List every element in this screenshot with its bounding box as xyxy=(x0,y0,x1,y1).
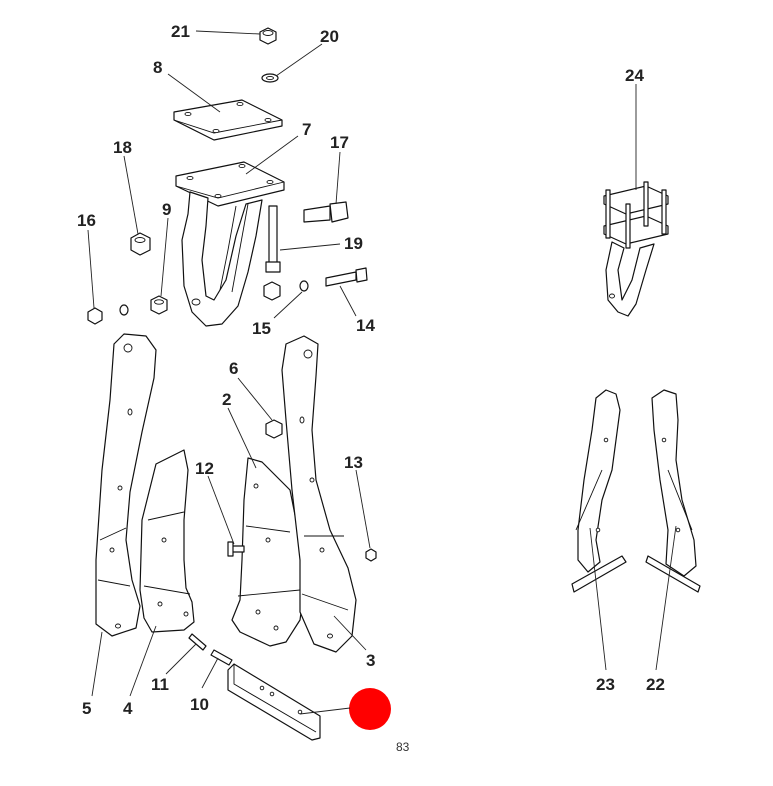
callout-2: 2 xyxy=(222,390,231,409)
callout-15: 15 xyxy=(252,319,271,338)
blade-bar xyxy=(227,663,321,741)
lock-washer xyxy=(119,304,129,316)
pin-10 xyxy=(210,649,233,666)
callout-23: 23 xyxy=(596,675,615,694)
point-4 xyxy=(139,449,195,633)
callout-7: 7 xyxy=(302,120,311,139)
callout-8: 8 xyxy=(153,58,162,77)
leader-lines xyxy=(87,30,677,715)
callout-20: 20 xyxy=(320,27,339,46)
assembly-24 xyxy=(603,181,669,317)
callout-10: 10 xyxy=(190,695,209,714)
nut-9 xyxy=(150,295,168,315)
shank-3 xyxy=(281,335,357,653)
point-2 xyxy=(231,457,305,647)
washer-20 xyxy=(261,73,279,83)
callout-13: 13 xyxy=(344,453,363,472)
callout-16: 16 xyxy=(77,211,96,230)
callout-9: 9 xyxy=(162,200,171,219)
bracket-7 xyxy=(175,161,285,327)
callout-5: 5 xyxy=(82,699,91,718)
shank-22 xyxy=(645,389,701,593)
red-marker xyxy=(349,688,391,730)
pin-11 xyxy=(188,633,207,651)
bolt-17 xyxy=(303,201,349,223)
nut-6 xyxy=(265,419,283,439)
callout-3: 3 xyxy=(366,651,375,670)
nut-13 xyxy=(365,548,377,562)
callout-11: 11 xyxy=(151,675,169,694)
nut-21 xyxy=(259,27,277,45)
callout-12: 12 xyxy=(195,459,214,478)
nut-15 xyxy=(263,280,309,301)
nut-16 xyxy=(87,307,103,325)
long-bolt-19 xyxy=(265,205,281,273)
nut-18 xyxy=(130,232,151,256)
callout-18: 18 xyxy=(113,138,132,157)
bolt-14 xyxy=(325,267,368,287)
callout-21: 21 xyxy=(171,22,190,41)
callout-4: 4 xyxy=(123,699,133,718)
callout-6: 6 xyxy=(229,359,238,378)
shank-5 xyxy=(95,333,157,637)
callout-22: 22 xyxy=(646,675,665,694)
page-number: 83 xyxy=(396,740,410,754)
callout-24: 24 xyxy=(625,66,644,85)
callout-19: 19 xyxy=(344,234,363,253)
callout-17: 17 xyxy=(330,133,349,152)
bolt-12 xyxy=(227,541,245,557)
callout-labels: 21 20 8 7 18 17 9 16 19 15 14 6 2 12 13 … xyxy=(77,22,665,718)
top-plate-8 xyxy=(173,99,283,141)
callout-14: 14 xyxy=(356,316,375,335)
shank-23 xyxy=(571,389,627,593)
